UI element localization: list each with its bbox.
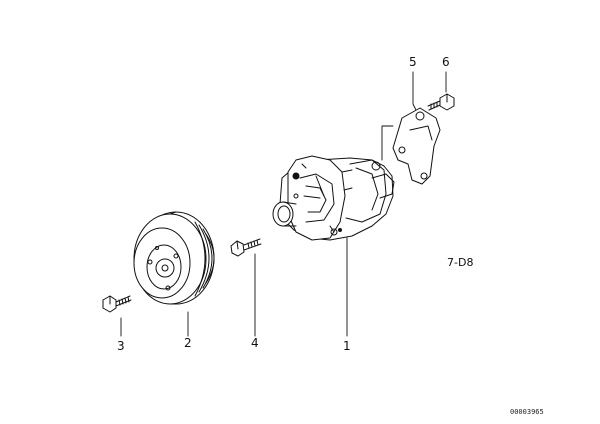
bolt-3	[102, 295, 132, 313]
bolt-6	[427, 93, 455, 111]
callout-6: 6	[442, 55, 450, 69]
group-label: 7-D8	[447, 256, 474, 269]
callout-2: 2	[184, 336, 192, 350]
callout-5: 5	[409, 55, 417, 69]
callout-3: 3	[117, 339, 125, 353]
power-steering-pump	[272, 155, 395, 241]
mounting-bracket	[392, 107, 441, 185]
reference-number: 00003965	[510, 408, 544, 416]
callout-1: 1	[343, 339, 351, 353]
bolt-4	[230, 238, 262, 257]
leader-lines	[120, 71, 447, 337]
pulley	[133, 211, 215, 305]
callout-4: 4	[251, 336, 259, 350]
